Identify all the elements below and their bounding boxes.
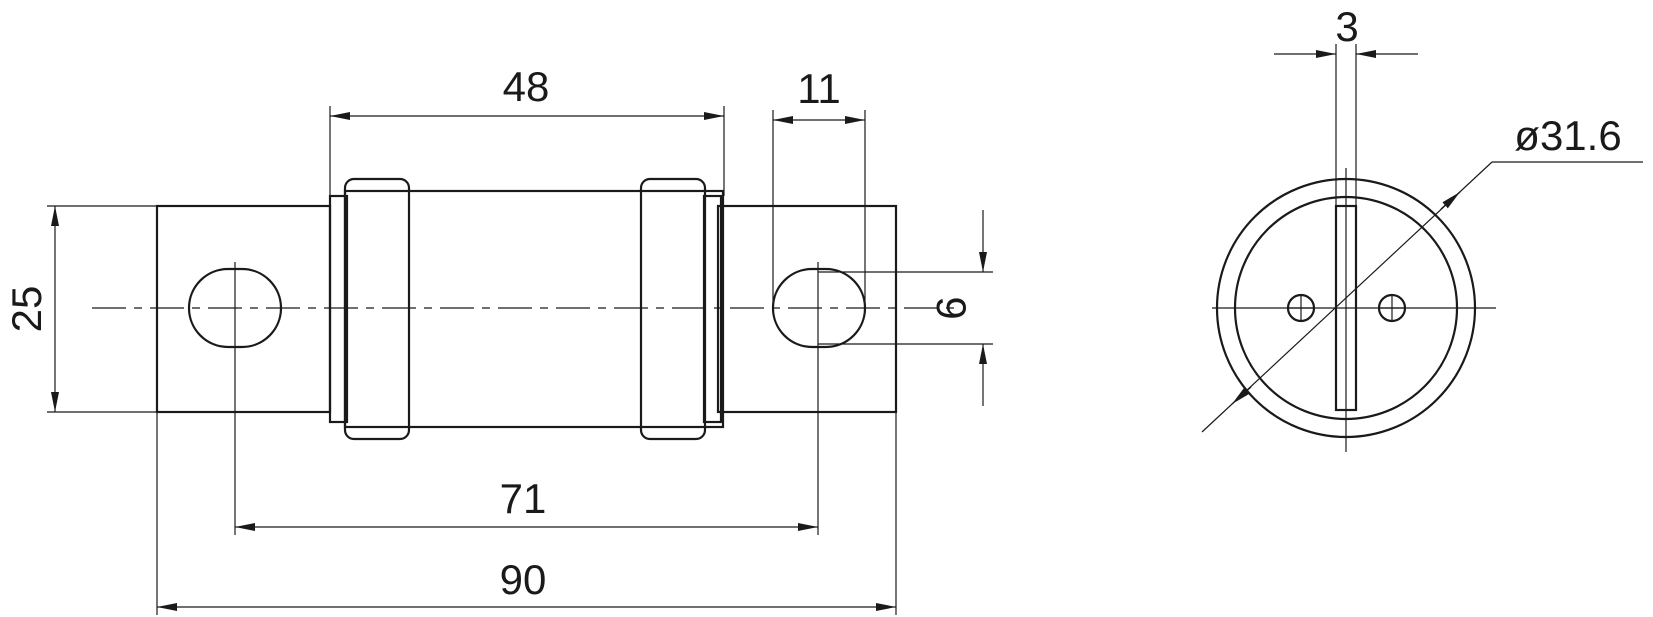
dimension-48: 48 [329,63,725,196]
dimension-11: 11 [772,65,866,308]
dimension-25: 25 [3,205,157,413]
ceramic-body [343,189,725,429]
left-terminal-tag [155,204,332,414]
dimension-90-label: 90 [500,556,547,603]
dimension-diameter: ø31.6 [1201,112,1643,433]
end-view [1212,168,1496,452]
dimension-diameter-label: ø31.6 [1514,112,1621,159]
dimension-90: 90 [156,412,897,615]
dimension-3: 3 [1274,3,1418,206]
right-end-cap [639,177,707,441]
dimension-71: 71 [235,475,818,531]
left-end-cap [343,177,411,441]
dimension-71-label: 71 [500,475,547,522]
dimension-9: 9 [818,210,993,406]
dimension-3-label: 3 [1335,3,1358,50]
left-mounting-hole [1286,293,1316,323]
right-mounting-hole [1377,293,1407,323]
left-shoulder [328,194,349,424]
dimension-9-label: 9 [928,296,975,319]
right-terminal-tag [716,204,898,414]
dimension-11-label: 11 [797,65,841,112]
dimension-48-label: 48 [503,63,550,110]
dimension-25-label: 25 [3,286,50,333]
